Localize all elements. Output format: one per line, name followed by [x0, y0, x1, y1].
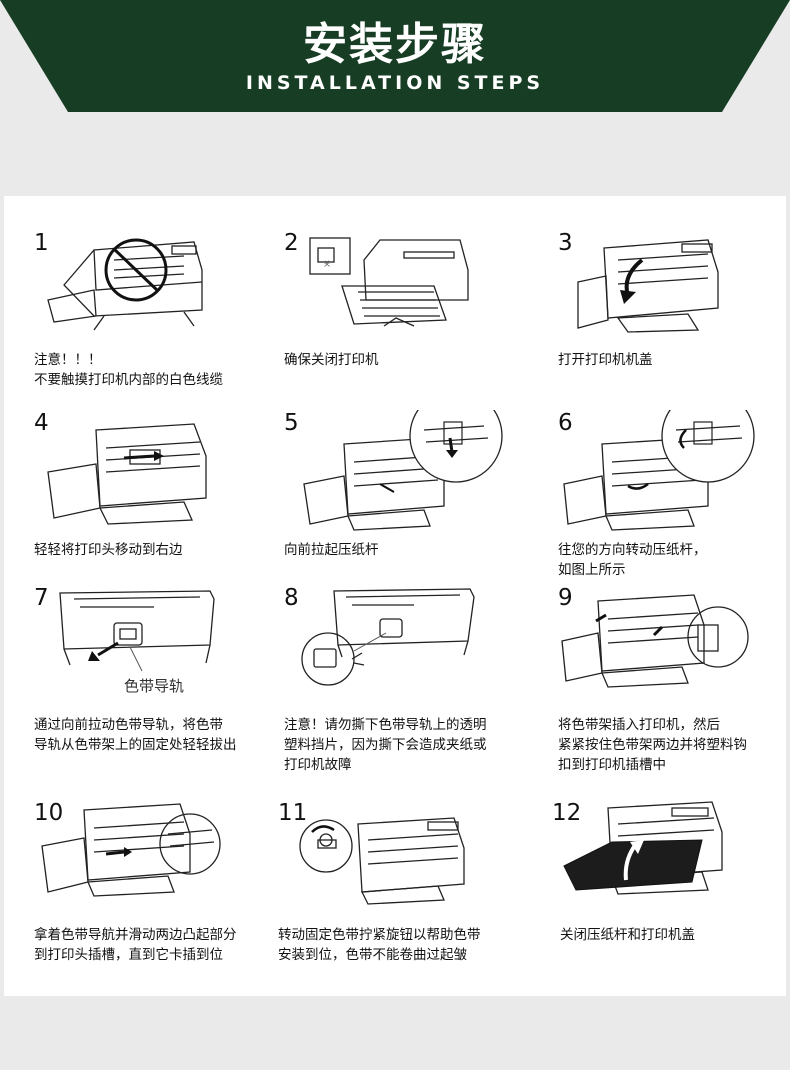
step-11: 11 转动固定色带拧紧旋钮以帮助色带 安装到位，色带不能卷曲过起皱	[278, 800, 530, 990]
step-number: 4	[34, 410, 49, 436]
printer-pull-lever-icon	[303, 410, 503, 531]
svg-text:关: 关	[324, 260, 330, 268]
printer-move-head-icon	[47, 423, 207, 525]
step-caption: 转动固定色带拧紧旋钮以帮助色带 安装到位，色带不能卷曲过起皱	[278, 927, 481, 963]
page-subtitle: INSTALLATION STEPS	[245, 72, 545, 94]
banner-background	[0, 0, 790, 112]
ribbon-film-warning-icon	[301, 588, 475, 686]
step-caption: 注意！请勿撕下色带导轨上的透明 塑料挡片，因为撕下会造成夹纸或 打印机故障	[284, 717, 487, 773]
step-number: 1	[34, 230, 49, 256]
ribbon-slide-guide-icon	[41, 803, 221, 897]
printer-open-cover-icon	[577, 239, 719, 333]
step-number: 12	[552, 800, 582, 826]
step-9: 9 将色带架插入打印机，然后 紧紧按住色带架两边并将塑料钩 扣到打印机插槽中	[558, 585, 790, 775]
step-number: 9	[558, 585, 573, 611]
step-3: 3 打开打印机机盖	[558, 230, 790, 420]
ribbon-pull-guide-icon	[59, 590, 215, 672]
step-1: 1 注意！！！ 不要触摸打印机内部的白色线缆	[34, 230, 286, 420]
ribbon-insert-icon	[561, 594, 749, 688]
printer-close-cover-icon	[563, 801, 723, 895]
step-caption: 关闭压纸杆和打印机盖	[560, 927, 695, 943]
step-caption: 往您的方向转动压纸杆， 如图上所示	[558, 542, 707, 578]
step-12: 12 关闭压纸杆和打印机盖	[552, 800, 790, 990]
step-caption: 向前拉起压纸杆	[284, 542, 379, 558]
step-number: 11	[278, 800, 308, 826]
step-4: 4 轻轻将打印头移动到右边	[34, 410, 286, 600]
step-6: 6 往您的方向转动压纸杆， 如图上所示	[558, 410, 790, 600]
step-number: 5	[284, 410, 299, 436]
ribbon-knob-turn-icon	[299, 817, 465, 905]
step-caption: 拿着色带导航并滑动两边凸起部分 到打印头插槽，直到它卡插到位	[34, 927, 237, 963]
step-10: 10 拿着色带导航并滑动两边凸起部分 到打印头插槽，直到它卡插到位	[34, 800, 286, 990]
step-8: 8 注意！请勿撕下色带导轨上的透明 塑料挡片，因为撕下会造成夹纸或 打印机故障	[284, 585, 536, 775]
step-caption: 轻轻将打印头移动到右边	[34, 542, 183, 558]
header-banner: 安装步骤 INSTALLATION STEPS	[0, 0, 790, 112]
step-caption: 确保关闭打印机	[284, 352, 379, 368]
step-2: 2 关 确保关闭打印机	[284, 230, 536, 420]
step-number: 2	[284, 230, 299, 256]
page-title: 安装步骤	[303, 19, 487, 70]
step-number: 10	[34, 800, 64, 826]
printer-rotate-lever-icon	[563, 410, 755, 531]
step-caption: 将色带架插入打印机，然后 紧紧按住色带架两边并将塑料钩 扣到打印机插槽中	[558, 717, 747, 773]
ribbon-guide-label: 色带导轨	[124, 677, 185, 695]
step-number: 6	[558, 410, 573, 436]
step-7: 7 色带导轨 通过向前拉动色带导轨，将色带 导轨从色带架上的固定处轻轻拔出	[34, 585, 286, 775]
step-number: 3	[558, 230, 573, 256]
printer-power-off-icon: 关	[309, 237, 469, 327]
step-5: 5 向前拉起压纸杆	[284, 410, 536, 600]
step-caption: 打开打印机机盖	[558, 352, 653, 368]
step-number: 8	[284, 585, 299, 611]
step-caption: 注意！！！ 不要触摸打印机内部的白色线缆	[34, 352, 223, 388]
step-number: 7	[34, 585, 49, 611]
printer-no-touch-icon	[47, 238, 203, 331]
step-caption: 通过向前拉动色带导轨，将色带 导轨从色带架上的固定处轻轻拔出	[34, 717, 237, 753]
